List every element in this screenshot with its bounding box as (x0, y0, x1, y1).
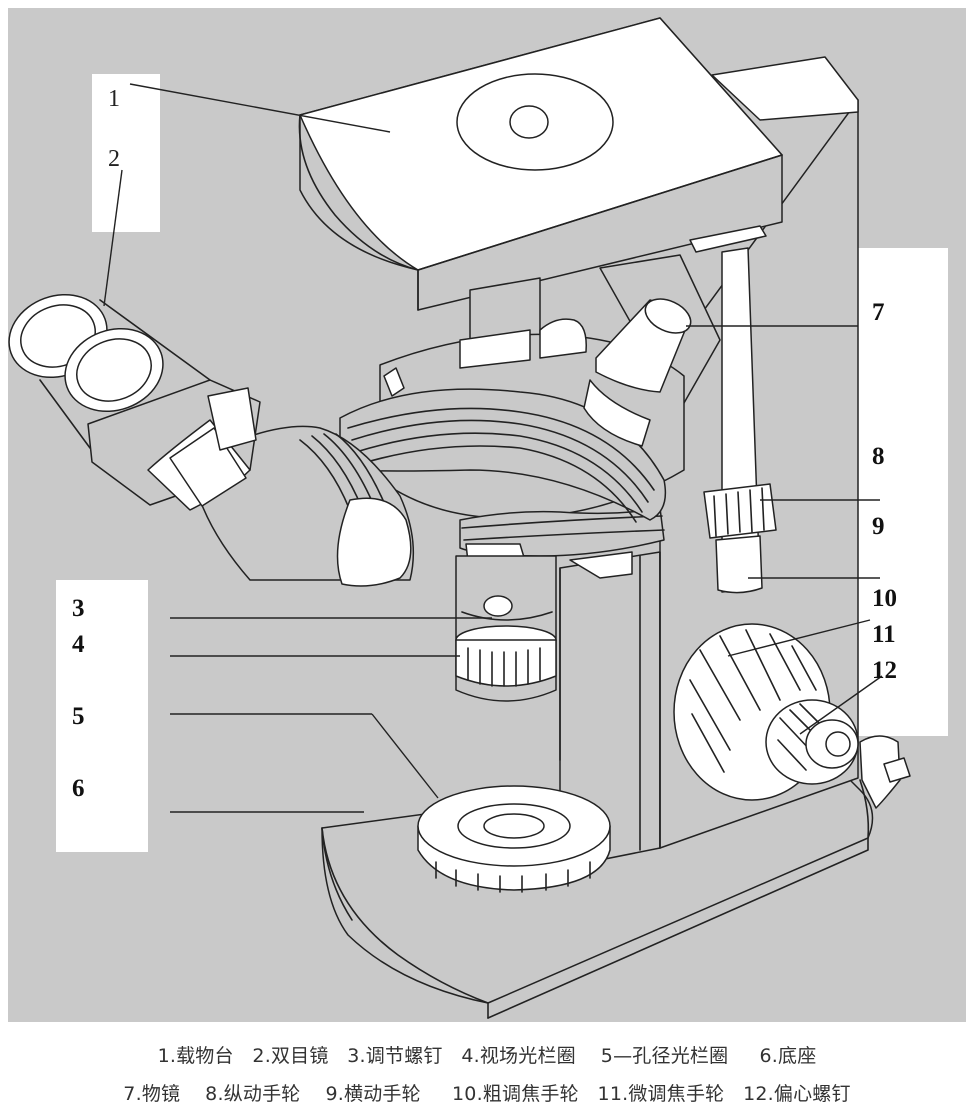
focus-knobs (673, 623, 911, 839)
label-7: 7 (872, 299, 885, 326)
number-labels: 1 2 3 4 5 6 7 8 9 10 11 12 (72, 86, 897, 802)
label-11: 11 (872, 621, 896, 648)
label-8: 8 (872, 443, 885, 470)
leader-5b (371, 713, 439, 799)
leader-11 (727, 619, 871, 657)
leader-2 (103, 169, 123, 307)
binocular-head (8, 293, 415, 587)
nosepiece (339, 388, 667, 523)
label-12: 12 (872, 657, 897, 684)
leader-lines (103, 83, 883, 813)
caption-line-1: 1.载物台 2.双目镜 3.调节螺钉 4.视场光栏圈 5—孔径光栏圈 6.底座 (157, 1045, 817, 1067)
label-6: 6 (72, 775, 85, 802)
label-box-right (858, 248, 948, 736)
label-box-left (56, 580, 148, 852)
leader-1 (129, 83, 391, 133)
label-1: 1 (108, 86, 120, 112)
tube (455, 555, 557, 702)
label-9: 9 (872, 513, 885, 540)
label-4: 4 (72, 631, 85, 658)
label-3: 3 (72, 595, 85, 622)
base-dial (417, 785, 611, 893)
label-5: 5 (72, 703, 85, 730)
stage (298, 17, 859, 311)
label-10: 10 (872, 585, 897, 612)
label-2: 2 (108, 146, 120, 172)
leader-12 (799, 675, 883, 735)
label-box-top-left (92, 74, 160, 232)
objective (583, 298, 692, 447)
caption-line-2: 7.物镜 8.纵动手轮 9.横动手轮 10.粗调焦手轮 11.微调焦手轮 12.… (123, 1083, 851, 1105)
